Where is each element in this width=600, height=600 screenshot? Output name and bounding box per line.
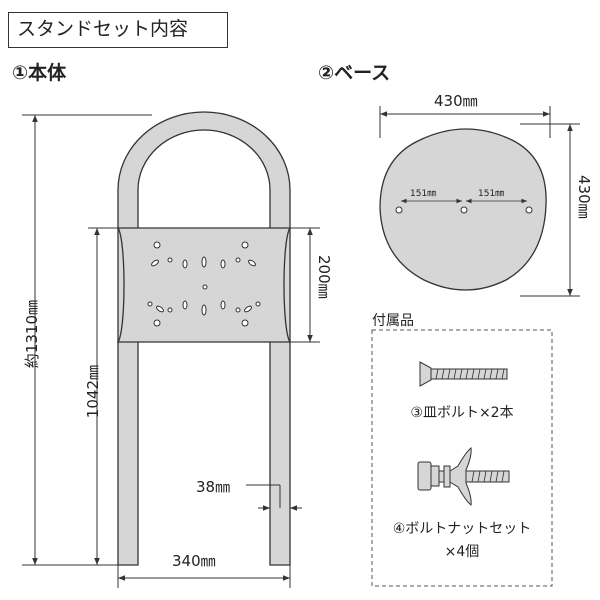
base-section-title: ②ベース bbox=[318, 62, 391, 84]
pipe-width-label: 38㎜ bbox=[196, 478, 231, 496]
countersunk-bolt-label: ③皿ボルト×2本 bbox=[410, 405, 514, 421]
base-hole-left-label: 151㎜ bbox=[410, 189, 437, 199]
bolt-nut-set-label: ④ボルトナットセット bbox=[392, 521, 532, 537]
body-width-label: 340㎜ bbox=[172, 552, 216, 570]
base-depth-label: 430㎜ bbox=[575, 175, 593, 219]
accessories-box bbox=[371, 329, 553, 587]
leg-height-label: 1042㎜ bbox=[84, 365, 102, 419]
stand-frame bbox=[117, 111, 291, 566]
base-holes bbox=[395, 206, 533, 214]
total-height-label: 約1310㎜ bbox=[23, 300, 41, 369]
plate-height-label: 200㎜ bbox=[315, 255, 333, 299]
base-hole-right-label: 151㎜ bbox=[478, 189, 505, 199]
plate-holes bbox=[147, 241, 261, 327]
body-section-title: ①本体 bbox=[12, 62, 67, 84]
countersunk-bolt-drawing bbox=[419, 361, 508, 387]
accessories-label: 付属品 bbox=[372, 313, 414, 329]
bolt-nut-set-drawing bbox=[417, 447, 510, 506]
base-width-label: 430㎜ bbox=[434, 92, 478, 110]
page-title: スタンドセット内容 bbox=[8, 12, 228, 48]
bolt-nut-set-count: ×4個 bbox=[444, 544, 480, 560]
